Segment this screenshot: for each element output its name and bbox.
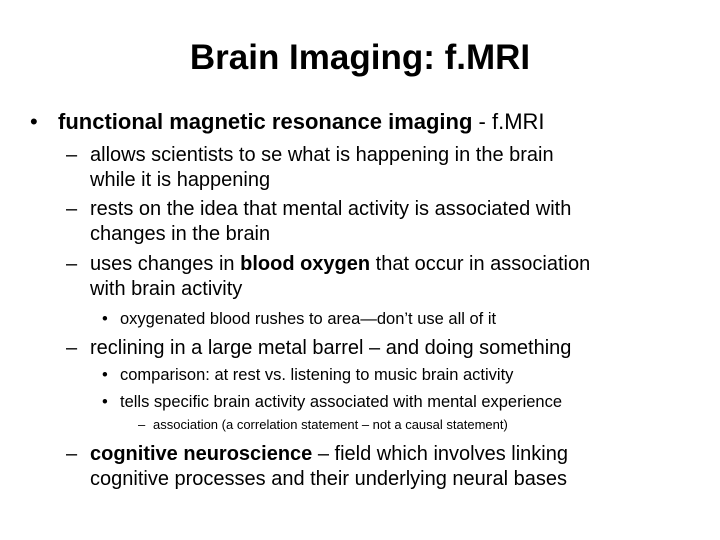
sub-item-cognitive: –cognitive neuroscience – field which in… [66,442,568,467]
bullet-marker: • [102,366,108,384]
point-tells: • tells specific brain activity associate… [102,392,562,412]
sub-item-rests: –rests on the idea that mental activity … [66,197,571,222]
bullet-fmri-rest: - f.MRI [472,109,545,134]
sub-item-uses: –uses changes in blood oxygen that occur… [66,252,590,277]
bullet-marker: • [30,109,38,134]
point-oxygenated-text: oxygenated blood rushes to area—don’t us… [120,310,497,328]
bullet-fmri: • functional magnetic resonance imaging -… [30,109,545,135]
sub-item-cognitive-cont: cognitive processes and their underlying… [90,468,567,490]
detail-association-text: association (a correlation statement – n… [153,417,508,432]
point-tells-text: tells specific brain activity associated… [120,393,563,411]
sub-item-allows-line1: allows scientists to se what is happenin… [90,144,554,166]
sub-item-uses-pre: uses changes in [90,253,241,275]
sub-item-reclining-text: reclining in a large metal barrel – and … [90,337,572,359]
sub-item-uses-cont: with brain activity [90,278,243,300]
bullet-marker: • [102,393,108,411]
sub-item-uses-bold: blood oxygen [240,253,371,275]
slide-title: Brain Imaging: f.MRI [189,38,531,77]
sub-item-cognitive-post: – field which involves linking [312,443,568,465]
sub-item-cognitive-bold: cognitive neuroscience [90,443,313,465]
point-oxygenated: • oxygenated blood rushes to area—don’t u… [102,309,496,329]
dash-marker: – [66,144,78,166]
point-comparison: • comparison: at rest vs. listening to mu… [102,365,513,385]
dash-marker: – [66,443,78,465]
sub-item-allows-cont: while it is happening [90,169,271,191]
point-comparison-text: comparison: at rest vs. listening to mus… [120,366,514,384]
bullet-marker: • [102,310,108,328]
sub-item-uses-post: that occur in association [370,253,591,275]
dash-marker: – [66,253,78,275]
bullet-fmri-bold: functional magnetic resonance imaging [58,109,473,134]
dash-marker: – [66,198,78,220]
dash-marker: – [138,417,146,432]
sub-item-allows: –allows scientists to se what is happeni… [66,143,554,168]
sub-item-rests-cont: changes in the brain [90,223,271,245]
sub-item-reclining: –reclining in a large metal barrel – and… [66,336,571,361]
detail-association: –association (a correlation statement – … [138,417,508,433]
dash-marker: – [66,337,78,359]
sub-item-rests-line1: rests on the idea that mental activity i… [90,198,572,220]
